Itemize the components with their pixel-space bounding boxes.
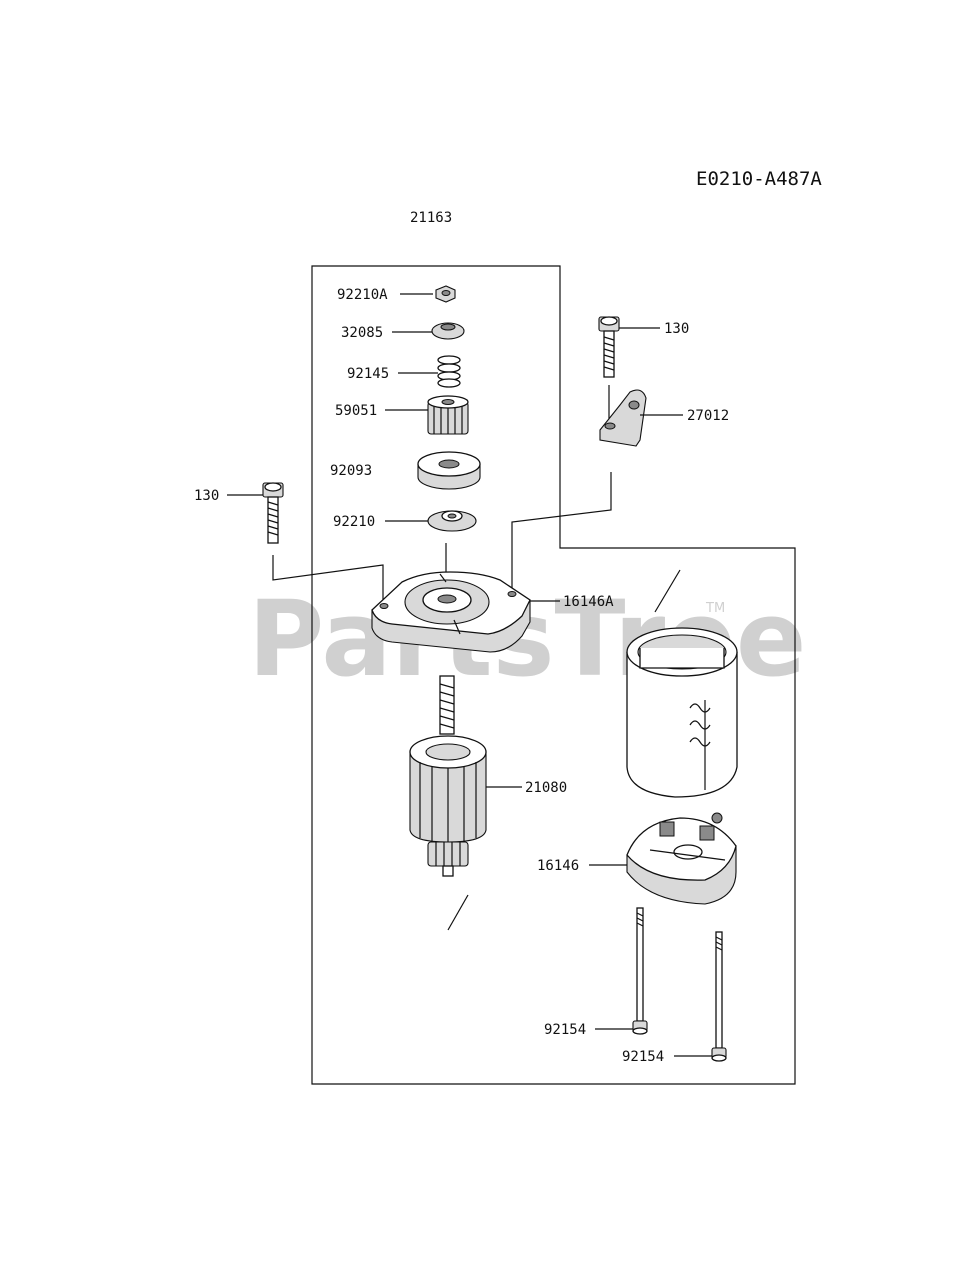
nut-part: [435, 285, 456, 303]
label-pinion: 59051: [335, 403, 377, 419]
watermark-trademark: TM: [705, 601, 725, 616]
pinion-part: [427, 395, 469, 435]
label-bolt-right: 130: [664, 321, 689, 337]
through-bolt-1-part: [632, 907, 648, 1035]
diagram-code: E0210-A487A: [696, 168, 822, 190]
label-bolt-left: 130: [194, 488, 219, 504]
top-cover-part: [371, 571, 531, 653]
label-nut: 92210A: [337, 287, 388, 303]
label-armature: 21080: [525, 780, 567, 796]
label-spring: 92145: [347, 366, 389, 382]
yoke-center-line: [654, 569, 681, 613]
stop-nut-part: [427, 510, 477, 532]
projection-bracket: [511, 472, 612, 592]
assembly-outline: [311, 265, 796, 1085]
label-collar: 32085: [341, 325, 383, 341]
bottom-cover-part: [626, 812, 737, 905]
label-bottom-cover: 16146: [537, 858, 579, 874]
washer-part: [417, 451, 481, 490]
bolt-right-part: [598, 316, 620, 378]
spring-part: [437, 355, 461, 388]
bracket-part: [599, 389, 647, 447]
label-stop-nut: 92210: [333, 514, 375, 530]
label-washer: 92093: [330, 463, 372, 479]
projection-bolt-left: [272, 555, 384, 600]
label-bracket: 27012: [687, 408, 729, 424]
armature-part: [409, 675, 487, 877]
label-top-cover: 16146A: [563, 594, 614, 610]
yoke-housing-part: [626, 627, 738, 798]
bolt-left-part: [262, 482, 284, 544]
label-assembly: 21163: [410, 210, 452, 226]
armature-center-line: [447, 894, 469, 931]
collar-part: [431, 322, 465, 340]
label-through-bolt-1: 92154: [544, 1022, 586, 1038]
through-bolt-2-part: [711, 931, 727, 1062]
label-through-bolt-2: 92154: [622, 1049, 664, 1065]
